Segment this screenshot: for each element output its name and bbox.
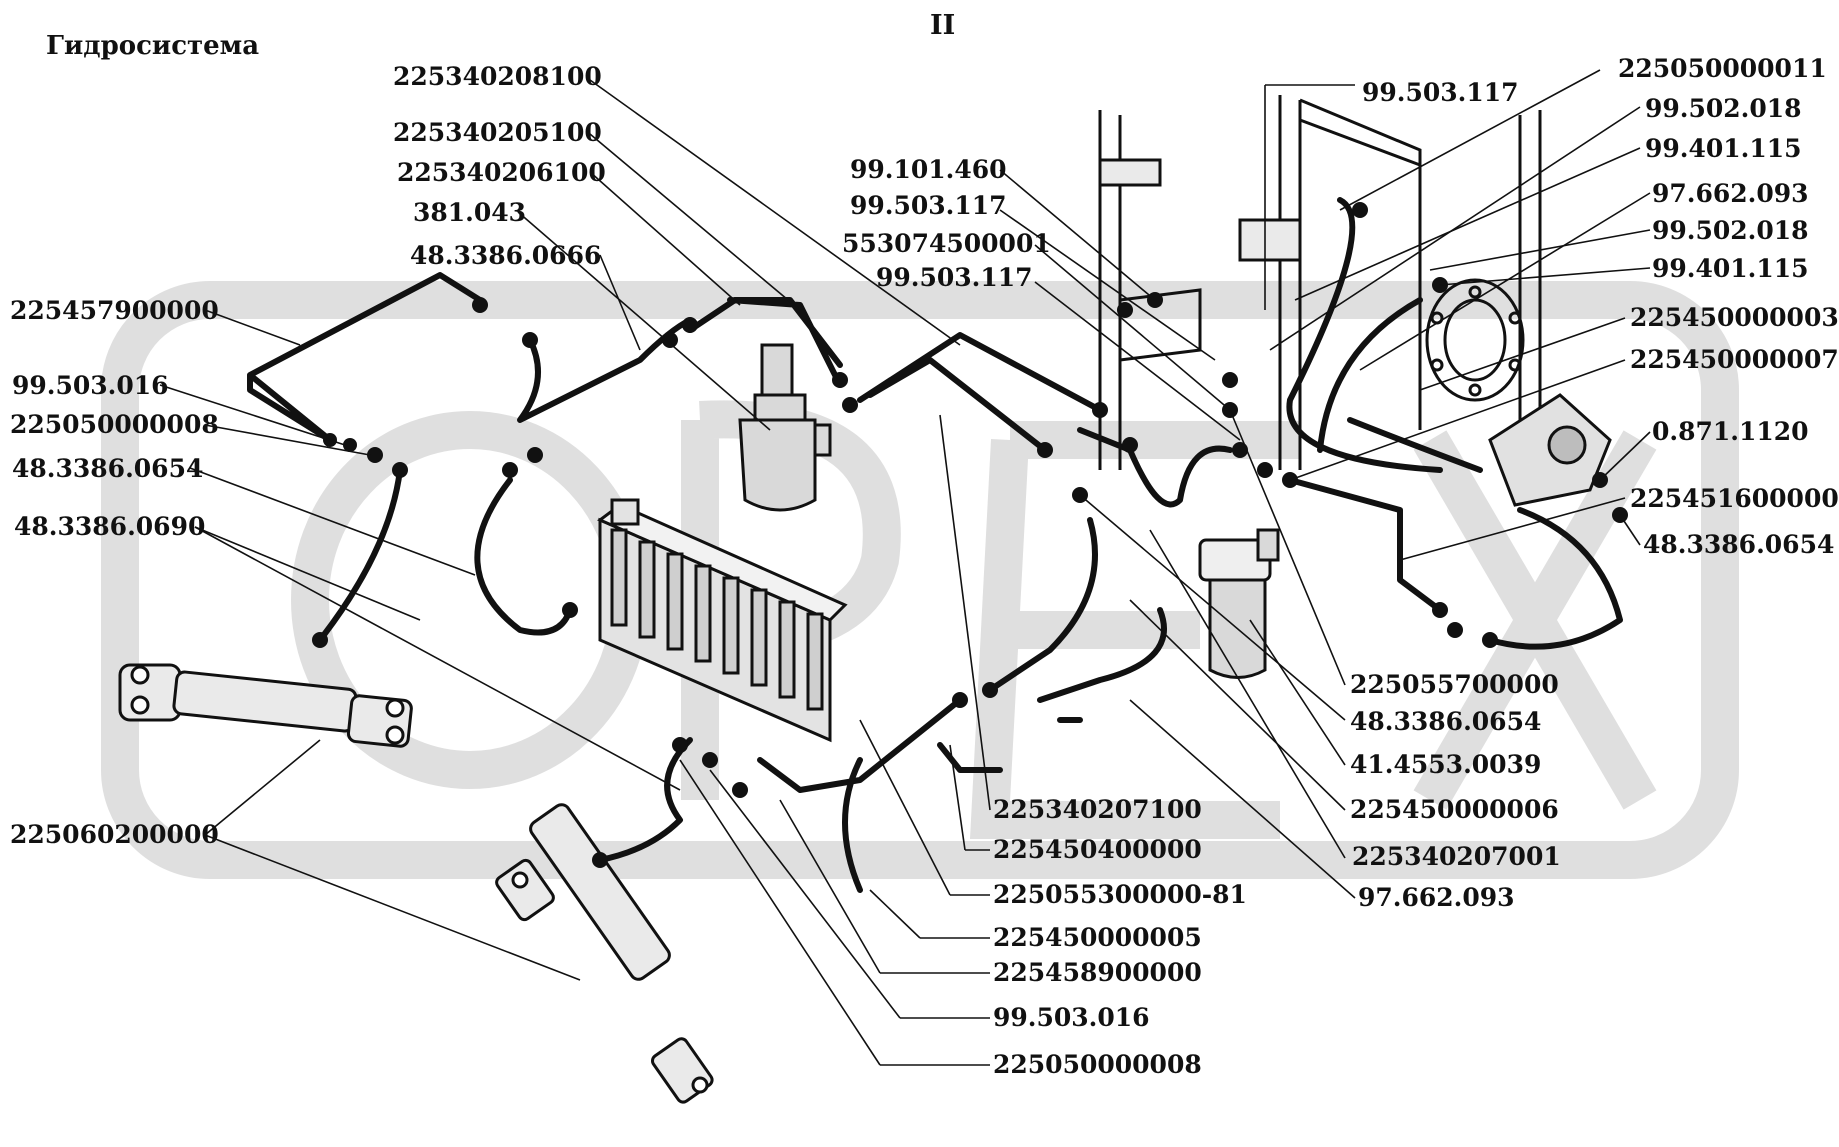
callout-label: 99.502.018 [1645,94,1802,123]
callout-label: 225055300000-81 [993,880,1247,909]
oil-filter [1198,528,1280,679]
hose-fittings [312,202,1628,868]
callout-label: 99.503.117 [1362,78,1519,107]
callout-label: 225060200000 [10,820,219,849]
callout-label: 225457900000 [10,296,219,325]
hydraulic-cylinder-left [118,663,413,748]
callout-label: 48.3386.0666 [410,241,602,270]
callout-label: 48.3386.0654 [1643,530,1835,559]
diagram-title: Гидросистема [46,31,260,61]
section-number: II [930,10,956,41]
callout-label: 99.503.117 [876,263,1033,292]
callout-label: 99.401.115 [1645,134,1802,163]
callout-label: 48.3386.0654 [1350,707,1542,736]
hydraulic-lines [247,197,1623,893]
callout-label: 225340206100 [397,158,606,187]
callout-label: 381.043 [413,198,527,227]
callout-label: 225458900000 [993,958,1202,987]
callout-label: 99.503.016 [12,371,169,400]
callout-label: 225340207100 [993,795,1202,824]
callout-label: 48.3386.0654 [12,454,204,483]
callout-label: 225450000006 [1350,795,1559,824]
rear-frame-bracket [1098,95,1542,470]
callout-label: 225050000008 [993,1050,1202,1079]
callout-label: 225340208100 [393,62,602,91]
callout-label: 48.3386.0690 [14,512,206,541]
callout-label: 225050000008 [10,410,219,439]
callout-label: 225340205100 [393,118,602,147]
callout-label: 99.503.117 [850,191,1007,220]
hydraulic-pump [738,343,832,512]
callout-label: 0.871.1120 [1652,417,1809,446]
callout-label: 225451600000 [1630,484,1839,513]
callout-label: 97.662.093 [1358,883,1515,912]
callout-label: 225450400000 [993,835,1202,864]
callout-label: 99.502.018 [1652,216,1809,245]
callout-label: 99.503.016 [993,1003,1150,1032]
hydraulic-cylinder-bottom [495,803,714,1104]
leader-lines [159,69,1651,1066]
callout-label: 99.101.460 [850,155,1007,184]
callout-label: 225450000005 [993,923,1202,952]
callout-label: 225450000003 [1630,303,1839,332]
callout-label: 225340207001 [1352,842,1561,871]
callout-label: 225055700000 [1350,670,1559,699]
callout-label: 99.401.115 [1652,254,1809,283]
callout-label: 97.662.093 [1652,179,1809,208]
callout-label: 41.4553.0039 [1350,750,1542,779]
distributor-housing [1488,393,1612,507]
control-valve-block [597,498,848,743]
callout-label: 553074500001 [842,229,1051,258]
callout-label: 225050000011 [1618,54,1827,83]
callout-label: 225450000007 [1630,345,1839,374]
